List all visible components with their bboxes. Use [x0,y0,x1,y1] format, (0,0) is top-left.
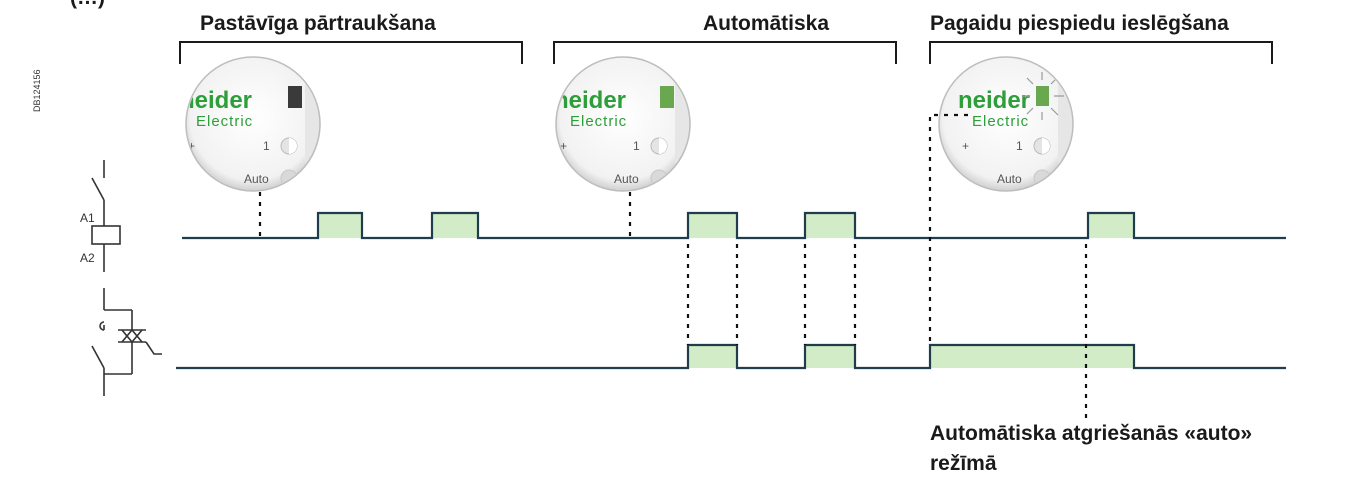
dashed-guide-forced-on [928,113,968,345]
dial-one-2: 1 [633,139,640,153]
brand-text-3: neider [958,87,1030,114]
control-pulse [1088,213,1134,238]
mode-label-automatic: Automātiska [703,12,829,35]
dial-auto-1: Auto [244,172,269,186]
output-contact-symbol [91,288,162,396]
annotation-auto-return-line1: Automātiska atgriešanās «auto» [930,422,1252,445]
output-forced-on-pulse [930,345,1134,368]
output-pulse [805,345,855,368]
mode-label-temporary-forced-on: Pagaidu piespiedu ieslēgšana [930,12,1229,35]
brand-subtext-2: Electric [570,113,627,130]
control-pulse [432,213,478,238]
reference-code: DB124156 [32,69,42,112]
cropped-title: (…) [70,0,105,9]
brand-text-1: neider [180,87,252,114]
brand-text-2: neider [554,87,626,114]
status-led-green [660,86,674,108]
control-pulse [805,213,855,238]
output-signal-line [176,343,1286,370]
dial-auto-3: Auto [997,172,1022,186]
device-closeup-automatic: neider Electric + 1 Auto [554,56,691,192]
dial-one-1: 1 [263,139,270,153]
blinking-led-icon [1022,72,1064,120]
coil-symbol [91,160,121,272]
control-signal-line [182,211,1286,240]
coil-label-a1: A1 [80,211,95,225]
control-pulse [318,213,362,238]
brand-subtext-3: Electric [972,113,1029,130]
dial-plus-3: + [962,139,969,153]
device-closeup-permanent-off: neider Electric ʂ + 1 Auto [180,56,321,192]
bracket-permanent-off [179,41,523,64]
dial-plus-2: + [560,139,567,153]
control-pulse [688,213,737,238]
output-pulse [688,345,737,368]
annotation-auto-return-line2: režīmā [930,452,997,475]
bracket-automatic [553,41,897,64]
dial-plus-1: + [188,139,195,153]
coil-label-a2: A2 [80,251,95,265]
dial-one-3: 1 [1016,139,1023,153]
device-closeup-temporary-forced-on: neider Electric + 1 Auto [938,56,1074,192]
bracket-temporary-forced-on [929,41,1273,64]
brand-subtext-1: Electric [196,113,253,130]
dial-auto-2: Auto [614,172,639,186]
mode-label-permanent-off: Pastāvīga pārtraukšana [200,12,436,35]
status-led-off [288,86,302,108]
